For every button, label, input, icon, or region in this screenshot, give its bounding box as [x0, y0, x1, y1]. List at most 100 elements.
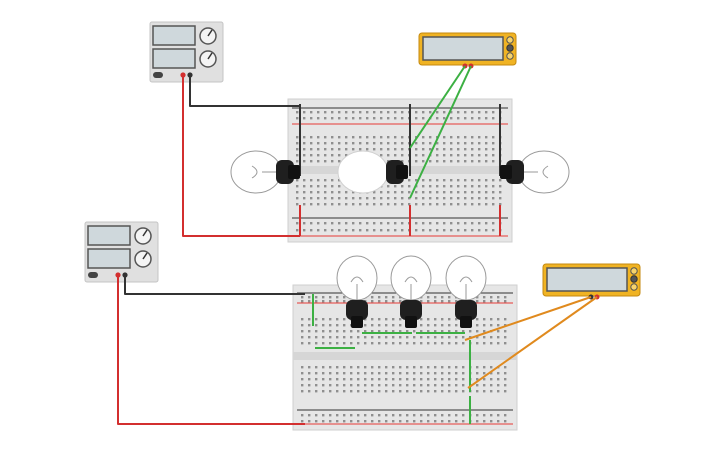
breadboard-hole[interactable]	[336, 324, 339, 327]
breadboard-hole[interactable]	[392, 366, 395, 369]
breadboard-hole[interactable]	[420, 414, 423, 417]
breadboard-hole[interactable]	[308, 372, 311, 375]
breadboard-hole[interactable]	[443, 111, 446, 114]
breadboard-hole[interactable]	[350, 372, 353, 375]
breadboard-hole[interactable]	[420, 318, 423, 321]
breadboard-hole[interactable]	[457, 148, 460, 151]
breadboard-hole[interactable]	[408, 197, 411, 200]
breadboard-hole[interactable]	[359, 142, 362, 145]
breadboard-hole[interactable]	[310, 203, 313, 206]
breadboard-hole[interactable]	[301, 318, 304, 321]
breadboard-hole[interactable]	[497, 342, 500, 345]
breadboard-hole[interactable]	[359, 136, 362, 139]
breadboard-hole[interactable]	[371, 384, 374, 387]
breadboard-hole[interactable]	[436, 197, 439, 200]
breadboard-hole[interactable]	[434, 336, 437, 339]
breadboard-hole[interactable]	[464, 191, 467, 194]
breadboard-hole[interactable]	[401, 111, 404, 114]
breadboard-hole[interactable]	[464, 222, 467, 225]
breadboard-hole[interactable]	[357, 378, 360, 381]
breadboard-hole[interactable]	[378, 300, 381, 303]
breadboard-hole[interactable]	[301, 390, 304, 393]
breadboard-hole[interactable]	[422, 142, 425, 145]
breadboard-hole[interactable]	[464, 136, 467, 139]
breadboard-hole[interactable]	[371, 366, 374, 369]
breadboard-hole[interactable]	[329, 324, 332, 327]
breadboard-hole[interactable]	[315, 318, 318, 321]
breadboard-hole[interactable]	[338, 142, 341, 145]
breadboard-hole[interactable]	[350, 342, 353, 345]
breadboard-hole[interactable]	[422, 160, 425, 163]
breadboard-hole[interactable]	[331, 222, 334, 225]
breadboard-hole[interactable]	[448, 342, 451, 345]
breadboard-hole[interactable]	[443, 142, 446, 145]
breadboard-hole[interactable]	[336, 342, 339, 345]
breadboard-hole[interactable]	[364, 414, 367, 417]
breadboard-hole[interactable]	[315, 420, 318, 423]
breadboard-hole[interactable]	[492, 191, 495, 194]
breadboard-hole[interactable]	[443, 154, 446, 157]
breadboard-hole[interactable]	[338, 222, 341, 225]
breadboard-hole[interactable]	[399, 372, 402, 375]
breadboard-hole[interactable]	[483, 372, 486, 375]
breadboard-hole[interactable]	[413, 336, 416, 339]
breadboard-hole[interactable]	[371, 318, 374, 321]
breadboard-hole[interactable]	[303, 222, 306, 225]
breadboard-hole[interactable]	[343, 372, 346, 375]
breadboard-hole[interactable]	[441, 330, 444, 333]
breadboard-hole[interactable]	[434, 342, 437, 345]
breadboard-hole[interactable]	[296, 203, 299, 206]
breadboard-hole[interactable]	[471, 136, 474, 139]
breadboard-hole[interactable]	[336, 372, 339, 375]
breadboard-hole[interactable]	[476, 324, 479, 327]
breadboard-hole[interactable]	[483, 296, 486, 299]
breadboard-hole[interactable]	[364, 336, 367, 339]
breadboard-hole[interactable]	[434, 414, 437, 417]
breadboard-hole[interactable]	[492, 136, 495, 139]
breadboard-hole[interactable]	[357, 336, 360, 339]
breadboard-hole[interactable]	[401, 203, 404, 206]
breadboard-hole[interactable]	[310, 179, 313, 182]
breadboard-hole[interactable]	[329, 390, 332, 393]
breadboard-hole[interactable]	[331, 148, 334, 151]
breadboard-hole[interactable]	[380, 222, 383, 225]
breadboard-hole[interactable]	[436, 179, 439, 182]
breadboard-hole[interactable]	[471, 185, 474, 188]
breadboard-hole[interactable]	[455, 384, 458, 387]
breadboard-hole[interactable]	[394, 197, 397, 200]
breadboard-hole[interactable]	[296, 154, 299, 157]
breadboard-hole[interactable]	[366, 148, 369, 151]
breadboard-hole[interactable]	[385, 372, 388, 375]
breadboard-hole[interactable]	[429, 229, 432, 232]
breadboard-hole[interactable]	[352, 117, 355, 120]
breadboard-hole[interactable]	[310, 229, 313, 232]
multimeter-top[interactable]	[418, 32, 517, 69]
breadboard-hole[interactable]	[329, 318, 332, 321]
breadboard-hole[interactable]	[317, 136, 320, 139]
breadboard-hole[interactable]	[434, 324, 437, 327]
breadboard-hole[interactable]	[329, 414, 332, 417]
breadboard-hole[interactable]	[406, 384, 409, 387]
breadboard-hole[interactable]	[336, 318, 339, 321]
breadboard-hole[interactable]	[371, 390, 374, 393]
breadboard-hole[interactable]	[352, 136, 355, 139]
breadboard-hole[interactable]	[415, 117, 418, 120]
breadboard-hole[interactable]	[427, 366, 430, 369]
breadboard-hole[interactable]	[490, 390, 493, 393]
breadboard-hole[interactable]	[331, 136, 334, 139]
breadboard-hole[interactable]	[359, 111, 362, 114]
breadboard-hole[interactable]	[301, 336, 304, 339]
breadboard-hole[interactable]	[322, 296, 325, 299]
breadboard-hole[interactable]	[427, 336, 430, 339]
breadboard-hole[interactable]	[343, 296, 346, 299]
breadboard-hole[interactable]	[434, 372, 437, 375]
breadboard-hole[interactable]	[373, 111, 376, 114]
breadboard-hole[interactable]	[371, 414, 374, 417]
breadboard-hole[interactable]	[315, 372, 318, 375]
breadboard-hole[interactable]	[429, 222, 432, 225]
breadboard-hole[interactable]	[373, 117, 376, 120]
breadboard-hole[interactable]	[401, 197, 404, 200]
breadboard-hole[interactable]	[324, 154, 327, 157]
breadboard-hole[interactable]	[457, 117, 460, 120]
breadboard-hole[interactable]	[296, 229, 299, 232]
